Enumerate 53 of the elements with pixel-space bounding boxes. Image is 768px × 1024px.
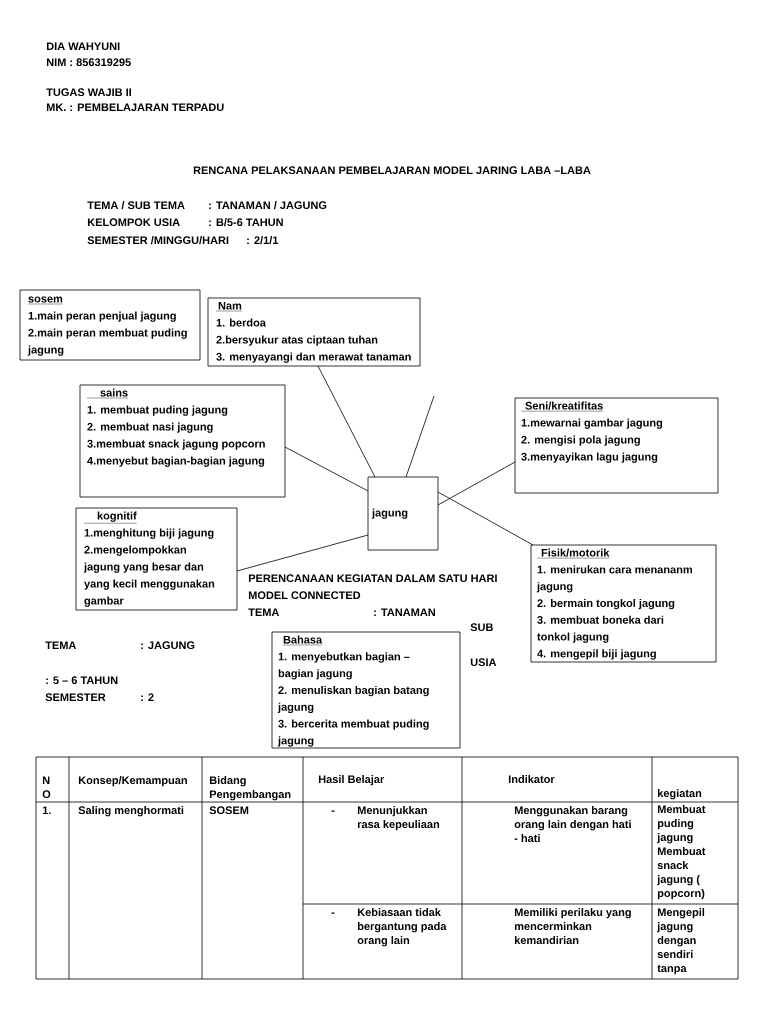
column-header: kegiatan xyxy=(658,789,702,800)
table-entry: Kebiasaan tidak bergantung pada orang lain xyxy=(357,908,447,947)
table-entry: Memiliki perilaku yang mencerminkan kemandirian xyxy=(514,908,631,945)
field-label: USIA xyxy=(470,658,497,667)
column-header: Bidang Pengembangan xyxy=(209,776,291,801)
column-header: N O xyxy=(42,776,51,799)
field-label: TEMA xyxy=(45,641,77,649)
table-entry: SOSEM xyxy=(209,806,249,815)
topic-box: kognitif 1.menghitung biji jagung 2.mengelompokkan jagung yang besar dan yang kecil menggunakan gambar xyxy=(75,507,238,611)
list-dash: - xyxy=(331,810,335,812)
header-text: NIM : 856319295 xyxy=(46,58,131,67)
list-dash: - xyxy=(331,912,335,914)
column-header: Indikator xyxy=(508,775,555,784)
field-label: TEMA xyxy=(248,608,280,616)
column-header: Konsep/Kemampuan xyxy=(78,776,187,787)
field-value: : 2/1/1 xyxy=(247,236,279,245)
header-text: MK. : PEMBELAJARAN TERPADU xyxy=(46,103,224,112)
table-entry: Menggunakan barang orang lain dengan hati - hati xyxy=(514,806,631,843)
topic-box: Seni/kreatifitas 1.mewarnai gambar jagung 2. mengisi pola jagung 3.menyayikan lagu jagung xyxy=(514,397,719,494)
field-value: : TANAMAN xyxy=(374,608,435,616)
field-value: : 2 xyxy=(141,693,154,701)
field-label: KELOMPOK USIA xyxy=(87,218,180,227)
header-text: DIA WAHYUNI xyxy=(46,42,120,51)
topic-box: Bahasa 1. menyebutkan bagian – bagian jagung 2. menuliskan bagian batang jagung 3. bercerita membuat puding jagung xyxy=(271,631,461,749)
table-entry: Menunjukkan rasa kepeuliaan xyxy=(357,806,440,831)
field-value: : B/5-6 TAHUN xyxy=(209,218,283,227)
topic-box: sains 1. membuat puding jagung 2. membuat nasi jagung 3.membuat snack jagung popcorn 4.menyebut bagian-bagian jagung xyxy=(79,384,286,498)
connector-line xyxy=(405,395,435,478)
connector-line xyxy=(437,491,534,546)
field-value: : TANAMAN / JAGUNG xyxy=(209,201,327,210)
field-value: : JAGUNG xyxy=(141,641,195,650)
field-label: SUB xyxy=(470,623,493,632)
section-heading: PERENCANAAN KEGIATAN DALAM SATU HARI xyxy=(248,574,497,583)
topic-box: Nam 1. berdoa 2.bersyukur atas ciptaan tuhan 3. menyayangi dan merawat tanaman xyxy=(207,297,421,367)
table-entry: 1. xyxy=(42,806,51,814)
table-entry: Membuat puding jagung Membuat snack jagung ( popcorn) xyxy=(657,805,706,900)
topic-box: sosem 1.main peran penjual jagung 2.main peran membuat puding jagung xyxy=(19,289,201,361)
document-title: RENCANA PELAKSANAAN PEMBELAJARAN MODEL JARING LABA –LABA xyxy=(193,166,591,175)
field-label: SEMESTER xyxy=(45,693,106,702)
center-box: jagung xyxy=(367,476,439,551)
column-header: Hasil Belajar xyxy=(318,775,385,786)
connector-line xyxy=(284,446,369,492)
field-label: TEMA / SUB TEMA xyxy=(87,201,185,210)
connector-line xyxy=(236,534,369,572)
table-entry: Mengepil jagung dengan sendiri tanpa xyxy=(657,908,705,975)
section-heading: MODEL CONNECTED xyxy=(248,591,361,600)
field-label: SEMESTER /MINGGU/HARI xyxy=(87,236,229,245)
connector-line xyxy=(437,461,516,506)
field-value: : 5 – 6 TAHUN xyxy=(46,676,118,685)
table-entry: Saling menghormati xyxy=(78,806,184,817)
topic-box: Fisik/motorik 1. menirukan cara menananm jagung 2. bermain tongkol jagung 3. membuat boneka dari tonkol jagung 4. mengepil biji jagung xyxy=(530,544,717,663)
connector-line xyxy=(317,365,376,478)
header-text: TUGAS WAJIB II xyxy=(46,88,131,97)
